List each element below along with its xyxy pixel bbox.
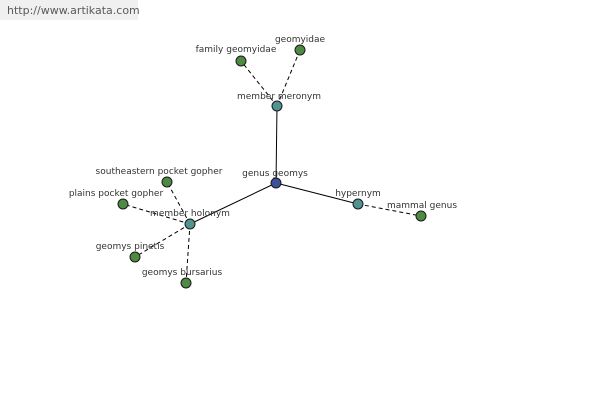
node-geomys-bursarius[interactable]: [180, 277, 192, 289]
label-geomyidae[interactable]: geomyidae: [275, 35, 326, 45]
edge-holonym-geomys-bursarius: [185, 223, 191, 284]
label-genus-geomys[interactable]: genus geomys: [242, 169, 308, 179]
edge-holonym-southeastern-pocket-gopher: [166, 181, 191, 225]
edge-meronym-family-geomyidae: [240, 60, 278, 107]
edge-center-member-holonym: [189, 182, 277, 225]
label-mammal-genus[interactable]: mammal genus: [387, 201, 457, 211]
label-hypernym[interactable]: hypernym: [335, 189, 381, 199]
graph-edges: [122, 49, 422, 284]
label-family-geomyidae[interactable]: family geomyidae: [196, 45, 277, 55]
edge-center-hypernym: [275, 182, 359, 205]
label-member-holonym[interactable]: member holonym: [150, 209, 230, 219]
edge-holonym-plains-pocket-gopher: [122, 203, 191, 225]
node-geomys-pinetis[interactable]: [129, 251, 141, 263]
label-geomys-pinetis[interactable]: geomys pinetis: [96, 242, 165, 252]
edge-holonym-geomys-pinetis: [134, 223, 191, 258]
graph-labels: genus geomys member meronym hypernym mem…: [69, 35, 457, 278]
edge-meronym-geomyidae: [276, 49, 301, 107]
label-southeastern-pocket-gopher[interactable]: southeastern pocket gopher: [96, 167, 223, 177]
edge-center-member-meronym: [275, 105, 278, 184]
source-url[interactable]: http://www.artikata.com: [0, 0, 140, 20]
label-geomys-bursarius[interactable]: geomys bursarius: [142, 268, 223, 278]
edge-hypernym-mammal-genus: [357, 203, 422, 217]
node-plains-pocket-gopher[interactable]: [117, 198, 129, 210]
node-mammal-genus[interactable]: [415, 210, 427, 222]
graph-nodes: [117, 44, 427, 289]
label-plains-pocket-gopher[interactable]: plains pocket gopher: [69, 189, 164, 199]
label-member-meronym[interactable]: member meronym: [237, 92, 321, 102]
node-southeastern-pocket-gopher[interactable]: [161, 176, 173, 188]
node-family-geomyidae[interactable]: [235, 55, 247, 67]
node-geomyidae[interactable]: [294, 44, 306, 56]
node-member-holonym[interactable]: [184, 218, 196, 230]
node-member-meronym[interactable]: [271, 100, 283, 112]
node-genus-geomys[interactable]: [270, 177, 282, 189]
node-hypernym[interactable]: [352, 198, 364, 210]
